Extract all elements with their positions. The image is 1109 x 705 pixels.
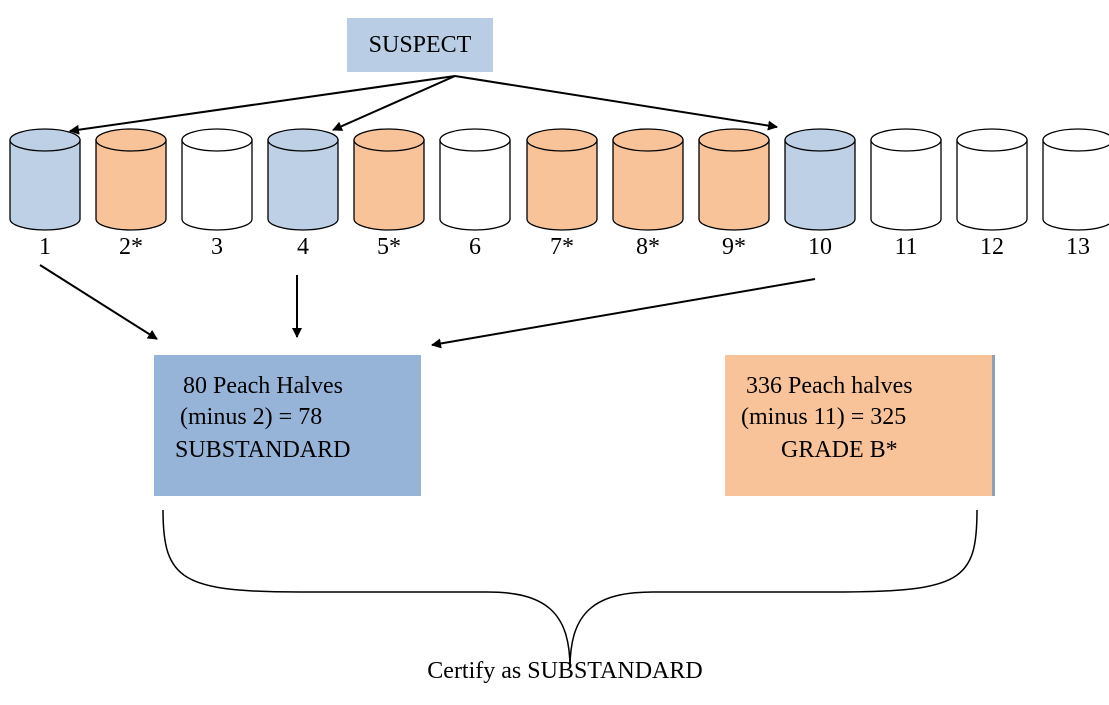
can-label-12: 12 [980, 234, 1004, 260]
right-box-line-3: GRADE B* [781, 437, 898, 463]
can-lid [870, 128, 942, 152]
can-12 [956, 128, 1028, 231]
can-lid [526, 128, 598, 152]
can-body [181, 139, 253, 231]
arrow-suspect-to-can-10 [454, 75, 778, 131]
arrow-can-10-to-box [431, 278, 816, 349]
can-label-10: 10 [808, 234, 832, 260]
can-4 [267, 128, 339, 231]
can-10 [784, 128, 856, 231]
suspect-box: SUSPECT [347, 18, 493, 72]
right-box-line-1: 336 Peach halves [746, 373, 913, 399]
can-5 [353, 128, 425, 231]
can-label-2: 2* [119, 234, 143, 260]
can-body [784, 139, 856, 231]
can-label-3: 3 [211, 234, 223, 260]
can-lid [95, 128, 167, 152]
can-3 [181, 128, 253, 231]
can-body [95, 139, 167, 231]
can-2 [95, 128, 167, 231]
arrow-suspect-to-can-4 [332, 75, 456, 131]
substandard-result-box: 80 Peach Halves (minus 2) = 78 SUBSTANDA… [154, 355, 421, 496]
can-1 [9, 128, 81, 231]
can-body [1042, 139, 1109, 231]
can-7 [526, 128, 598, 231]
can-lid [784, 128, 856, 152]
curly-brace [162, 509, 978, 669]
right-box-bg [725, 355, 995, 496]
can-9 [698, 128, 770, 231]
can-body [353, 139, 425, 231]
can-body [612, 139, 684, 231]
can-6 [439, 128, 511, 231]
conclusion-label: Certify as SUBSTANDARD [427, 658, 703, 684]
can-lid [181, 128, 253, 152]
can-lid [956, 128, 1028, 152]
can-label-8: 8* [636, 234, 660, 260]
left-box-line-3: SUBSTANDARD [175, 437, 351, 463]
can-label-6: 6 [469, 234, 481, 260]
can-lid [1042, 128, 1109, 152]
can-label-13: 13 [1066, 234, 1090, 260]
can-lid [353, 128, 425, 152]
can-label-4: 4 [297, 234, 309, 260]
cans-row [9, 128, 1109, 231]
can-11 [870, 128, 942, 231]
left-box-bg [154, 355, 421, 496]
can-body [526, 139, 598, 231]
left-box-line-2: (minus 2) = 78 [180, 404, 323, 430]
can-lid [612, 128, 684, 152]
can-label-1: 1 [39, 234, 51, 260]
suspect-label: SUSPECT [368, 31, 472, 58]
can-lid [9, 128, 81, 152]
left-box-line-1: 80 Peach Halves [183, 373, 343, 399]
can-8 [612, 128, 684, 231]
can-body [439, 139, 511, 231]
can-lid [698, 128, 770, 152]
can-lid [267, 128, 339, 152]
suspect-box-bg [347, 18, 493, 72]
can-label-11: 11 [894, 234, 918, 260]
right-box-line-2: (minus 11) = 325 [741, 404, 907, 430]
can-label-5: 5* [377, 234, 401, 260]
can-body [698, 139, 770, 231]
arrow-can-1-to-box [39, 264, 158, 340]
arrow-suspect-to-can-1 [69, 75, 456, 135]
can-label-9: 9* [722, 234, 746, 260]
can-13 [1042, 128, 1109, 231]
grade-b-result-box: 336 Peach halves (minus 11) = 325 GRADE … [725, 355, 995, 496]
can-body [9, 139, 81, 231]
can-label-7: 7* [550, 234, 574, 260]
can-body [267, 139, 339, 231]
can-lid [439, 128, 511, 152]
can-body [956, 139, 1028, 231]
can-body [870, 139, 942, 231]
